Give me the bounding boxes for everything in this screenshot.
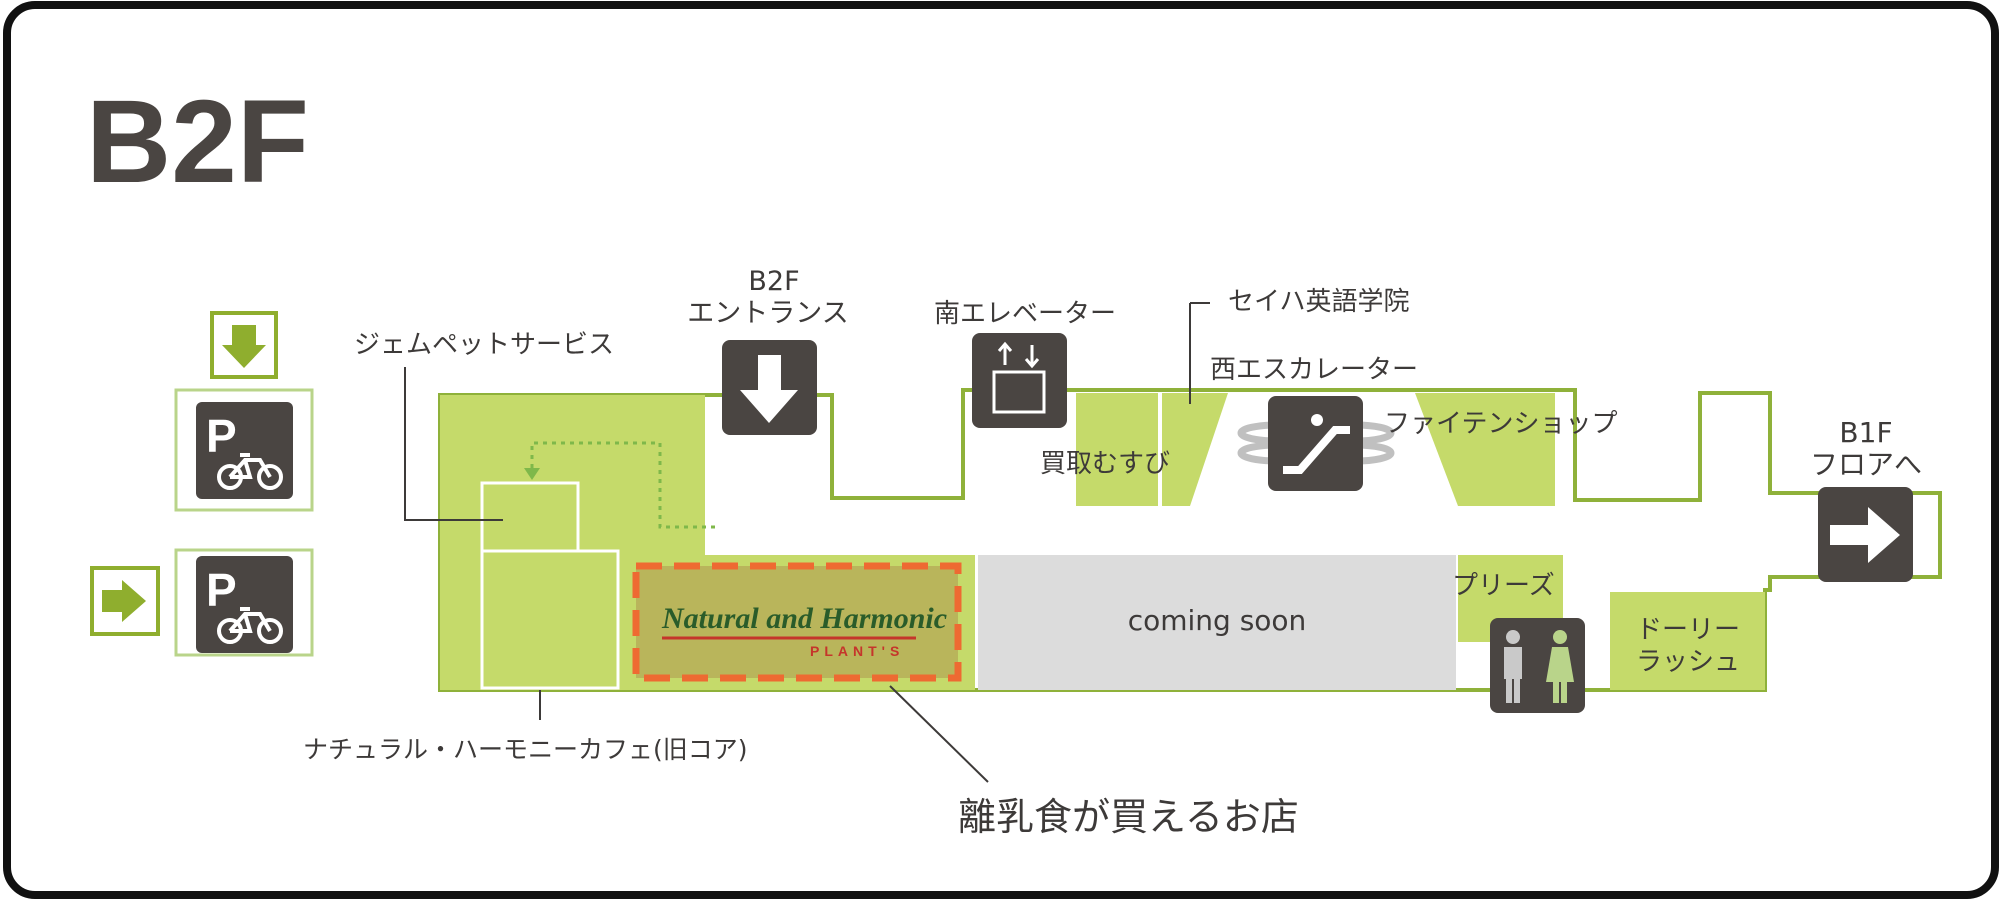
b1f-label-line1: B1F: [1839, 416, 1892, 449]
parking-letter: P: [206, 410, 237, 462]
route-dotted-line: [530, 441, 715, 529]
coming-soon-block: [978, 555, 1456, 690]
bicycle-glyph: [217, 453, 283, 490]
parking-letter: P: [206, 564, 237, 616]
store-logo-main: Natural and Harmonic: [661, 602, 947, 635]
kaitori-label: 買取むすび: [1040, 449, 1170, 479]
b1f-label-line2: フロアへ: [1810, 448, 1922, 481]
highlight-border: [632, 562, 962, 682]
elevator-glyph: [992, 341, 1046, 414]
south-elevator-label: 南エレベーター: [934, 299, 1116, 329]
restroom-glyph: [1504, 630, 1574, 703]
escalator-glyph: [1283, 426, 1350, 474]
store-logo-sub: PLANT'S: [810, 643, 904, 659]
escalator-person-head: [1311, 414, 1323, 426]
dolly-label-line1: ドーリー: [1636, 615, 1740, 645]
elevator-icon: [972, 333, 1067, 428]
route-arrow-icon: [524, 468, 540, 480]
kaitori-store: [1076, 393, 1158, 506]
natural-cafe-label: ナチュラル・ハーモニーカフェ(旧コア): [303, 735, 748, 764]
baby-food-label: 離乳食が買えるお店: [958, 795, 1299, 839]
right-arrow-glyph: [102, 580, 146, 622]
jem-pet-label: ジェムペットサービス: [354, 330, 614, 360]
faiten-label: ファイテンショップ: [1384, 409, 1617, 439]
floor-body: Natural and Harmonic PLANT'S coming soon: [438, 388, 1942, 692]
floor-title: B2F: [86, 76, 309, 208]
pleats-label: プリーズ: [1452, 571, 1555, 601]
leader-lines: [404, 302, 1210, 783]
highlight-store: [636, 566, 958, 678]
west-escalator-label: 西エスカレーター: [1210, 355, 1418, 385]
coming-soon-label: coming soon: [1128, 604, 1307, 637]
faiten-store: [1415, 393, 1555, 506]
entrance-label-line2: エントランス: [687, 298, 848, 329]
seiha-store: [1162, 393, 1228, 506]
down-arrow-glyph: [222, 325, 266, 368]
seiha-label: セイハ英語学院: [1228, 287, 1409, 317]
entrance-label-line1: B2F: [748, 266, 799, 297]
parking-signs: P P: [90, 311, 314, 657]
down-arrow-icon: [740, 355, 798, 423]
bicycle-glyph: [217, 607, 283, 644]
dolly-store: [1610, 592, 1765, 690]
escalator-icon: [1268, 396, 1363, 491]
right-arrow-icon: [1830, 507, 1900, 563]
dolly-label-line2: ラッシュ: [1636, 647, 1740, 677]
